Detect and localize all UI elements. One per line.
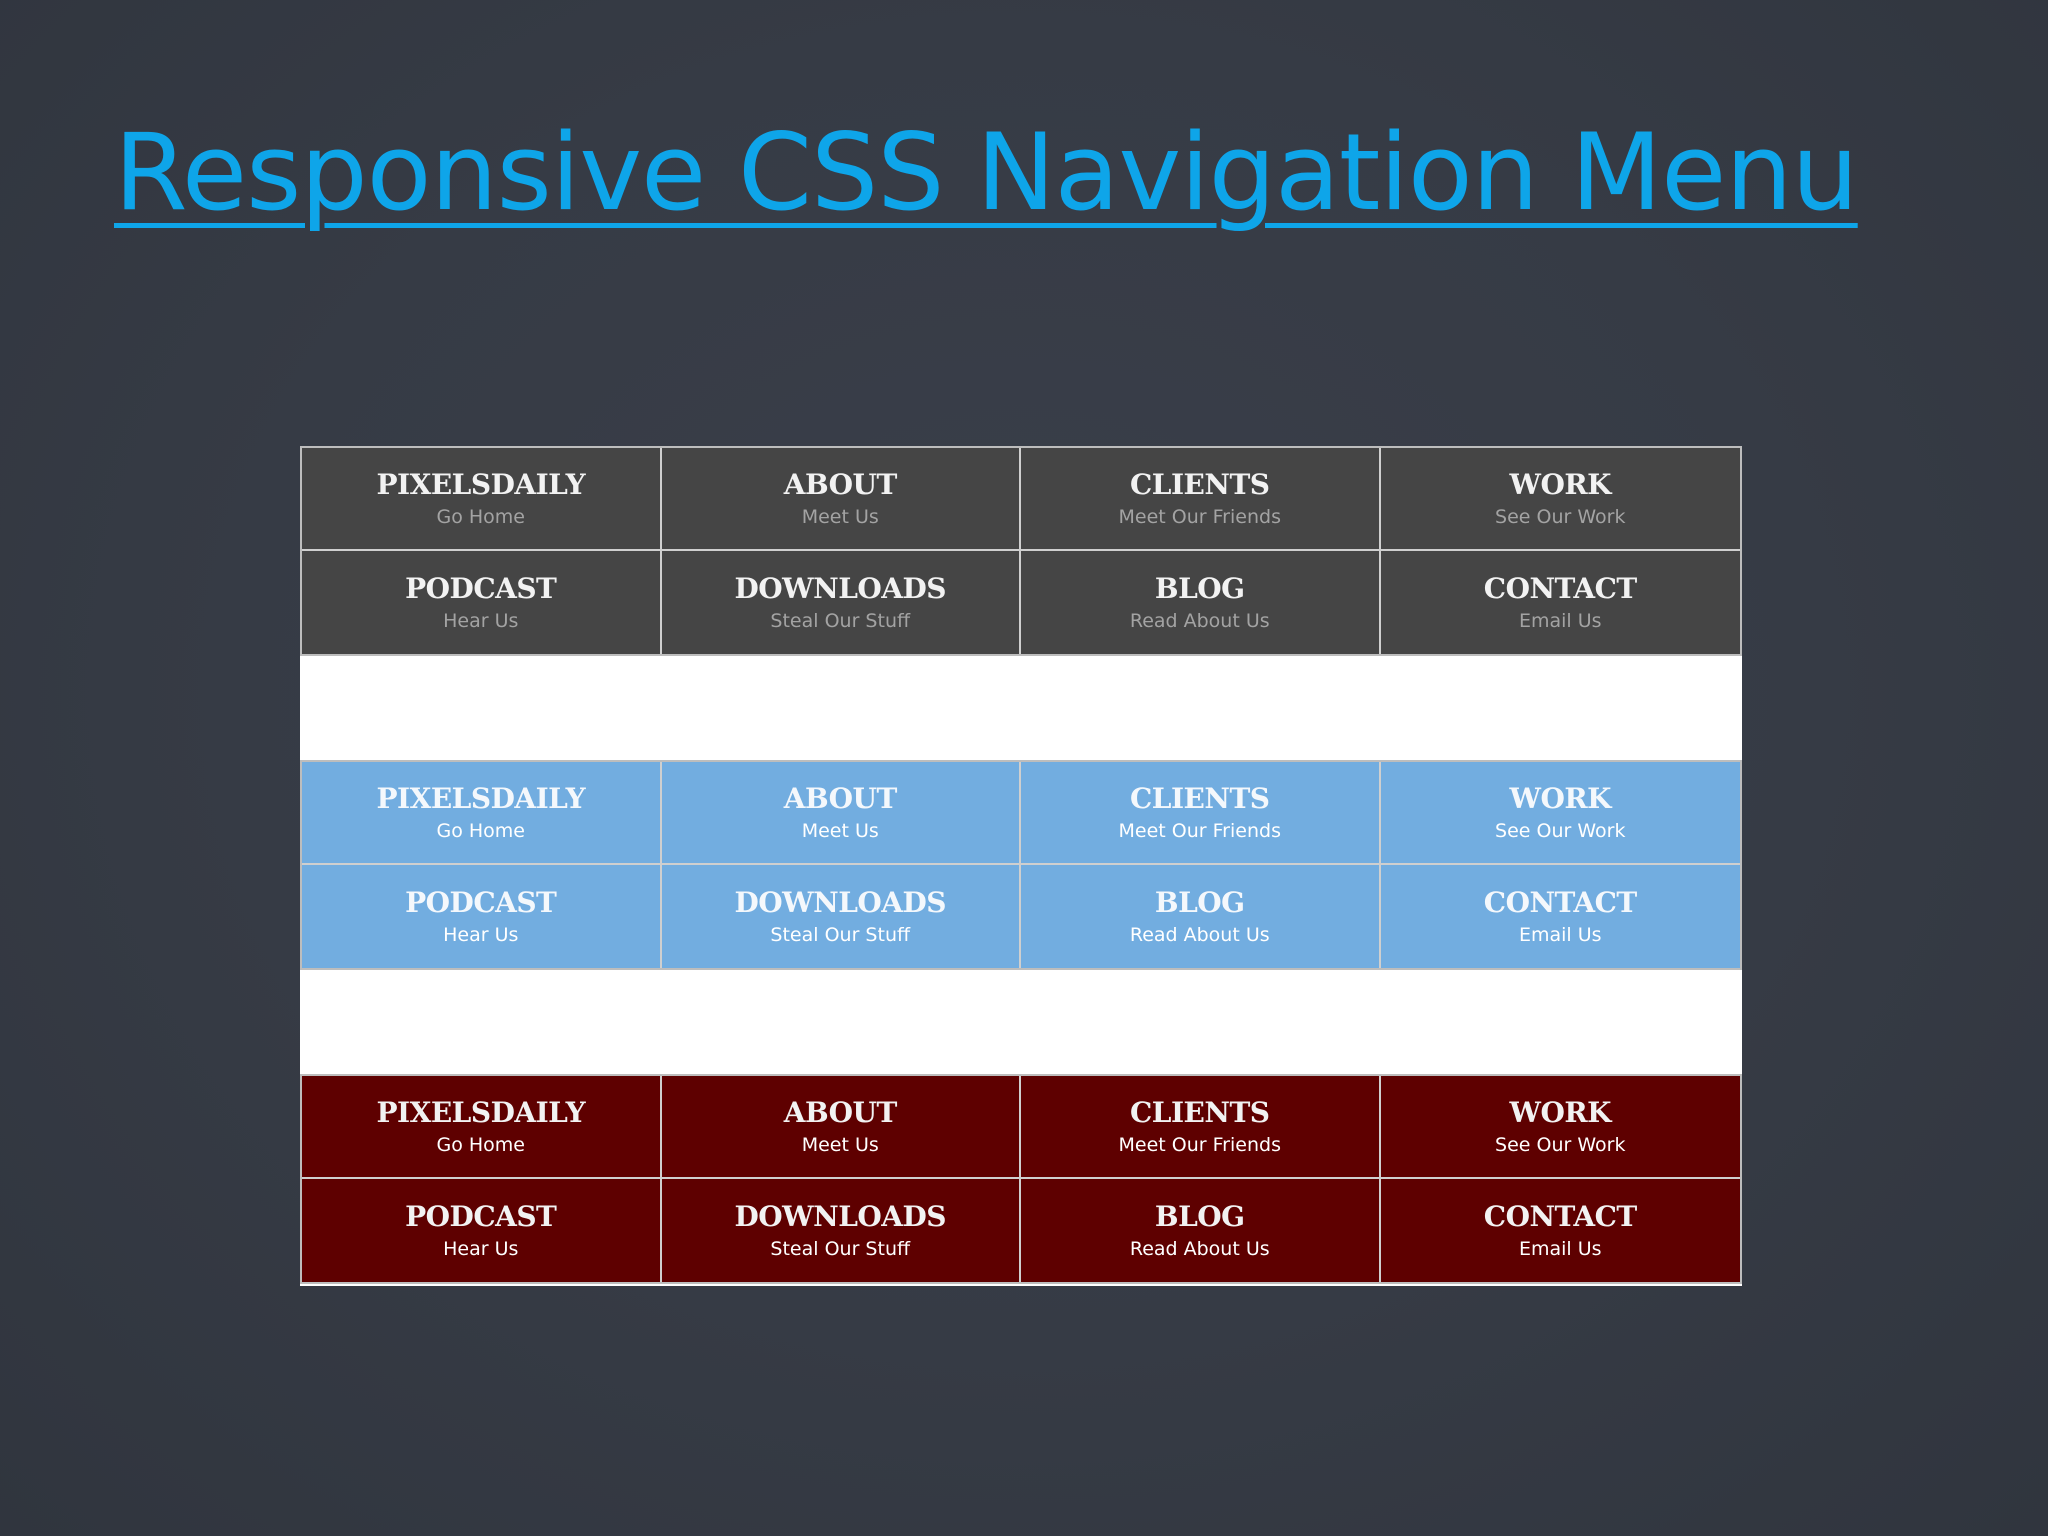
nav-item-subtitle: Hear Us bbox=[443, 1238, 519, 1261]
nav-item-title: DOWNLOADS bbox=[734, 1199, 946, 1233]
nav-item-title: PODCAST bbox=[405, 571, 557, 605]
nav-item-subtitle: Meet Us bbox=[801, 1134, 879, 1157]
nav-item-about[interactable]: ABOUT Meet Us bbox=[661, 762, 1021, 865]
nav-item-about[interactable]: ABOUT Meet Us bbox=[661, 448, 1021, 551]
nav-item-blog[interactable]: BLOG Read About Us bbox=[1021, 865, 1381, 968]
nav-item-title: PODCAST bbox=[405, 885, 557, 919]
nav-item-blog[interactable]: BLOG Read About Us bbox=[1021, 551, 1381, 654]
blue-nav-menu: PIXELSDAILY Go Home ABOUT Meet Us CLIENTS M… bbox=[300, 760, 1742, 970]
nav-item-contact[interactable]: CONTACT Email Us bbox=[1380, 1179, 1740, 1282]
nav-item-downloads[interactable]: DOWNLOADS Steal Our Stuff bbox=[661, 551, 1021, 654]
nav-item-subtitle: Steal Our Stuff bbox=[770, 924, 911, 947]
nav-item-subtitle: Go Home bbox=[436, 506, 526, 529]
nav-item-contact[interactable]: CONTACT Email Us bbox=[1380, 551, 1740, 654]
nav-item-title: CLIENTS bbox=[1129, 781, 1270, 815]
nav-item-pixelsdaily[interactable]: PIXELSDAILY Go Home bbox=[302, 448, 662, 551]
nav-item-title: BLOG bbox=[1154, 571, 1245, 605]
nav-item-podcast[interactable]: PODCAST Hear Us bbox=[302, 551, 662, 654]
nav-item-title: ABOUT bbox=[783, 781, 898, 815]
nav-item-title: PODCAST bbox=[405, 1199, 557, 1233]
nav-item-subtitle: See Our Work bbox=[1495, 1134, 1626, 1157]
nav-item-title: BLOG bbox=[1154, 1199, 1245, 1233]
nav-item-podcast[interactable]: PODCAST Hear Us bbox=[302, 1179, 662, 1282]
nav-item-subtitle: Steal Our Stuff bbox=[770, 610, 911, 633]
nav-item-contact[interactable]: CONTACT Email Us bbox=[1380, 865, 1740, 968]
nav-item-subtitle: Meet Our Friends bbox=[1118, 506, 1281, 529]
navigation-menu-preview: PIXELSDAILY Go Home ABOUT Meet Us CLIENTS M… bbox=[300, 446, 1742, 1286]
nav-item-title: CONTACT bbox=[1483, 571, 1637, 605]
nav-item-title: PIXELSDAILY bbox=[376, 1095, 586, 1129]
nav-item-title: BLOG bbox=[1154, 885, 1245, 919]
nav-item-clients[interactable]: CLIENTS Meet Our Friends bbox=[1021, 762, 1381, 865]
nav-item-clients[interactable]: CLIENTS Meet Our Friends bbox=[1021, 1076, 1381, 1179]
nav-item-title: CLIENTS bbox=[1129, 467, 1270, 501]
nav-item-title: DOWNLOADS bbox=[734, 571, 946, 605]
nav-item-title: ABOUT bbox=[783, 467, 898, 501]
nav-item-title: CONTACT bbox=[1483, 1199, 1637, 1233]
nav-item-subtitle: Read About Us bbox=[1129, 1238, 1270, 1261]
dark-nav-menu: PIXELSDAILY Go Home ABOUT Meet Us CLIENTS M… bbox=[300, 446, 1742, 656]
nav-item-downloads[interactable]: DOWNLOADS Steal Our Stuff bbox=[661, 865, 1021, 968]
nav-item-subtitle: See Our Work bbox=[1495, 506, 1626, 529]
nav-item-title: PIXELSDAILY bbox=[376, 781, 586, 815]
nav-item-podcast[interactable]: PODCAST Hear Us bbox=[302, 865, 662, 968]
nav-item-subtitle: Read About Us bbox=[1129, 924, 1270, 947]
nav-item-title: ABOUT bbox=[783, 1095, 898, 1129]
nav-item-subtitle: Go Home bbox=[436, 820, 526, 843]
nav-item-subtitle: Meet Us bbox=[801, 506, 879, 529]
nav-item-subtitle: Hear Us bbox=[443, 610, 519, 633]
nav-item-title: PIXELSDAILY bbox=[376, 467, 586, 501]
nav-item-downloads[interactable]: DOWNLOADS Steal Our Stuff bbox=[661, 1179, 1021, 1282]
nav-item-work[interactable]: WORK See Our Work bbox=[1380, 448, 1740, 551]
nav-item-title: CONTACT bbox=[1483, 885, 1637, 919]
nav-item-subtitle: Meet Our Friends bbox=[1118, 1134, 1281, 1157]
nav-item-pixelsdaily[interactable]: PIXELSDAILY Go Home bbox=[302, 762, 662, 865]
nav-item-subtitle: Meet Us bbox=[801, 820, 879, 843]
nav-item-subtitle: Meet Our Friends bbox=[1118, 820, 1281, 843]
nav-item-title: CLIENTS bbox=[1129, 1095, 1270, 1129]
nav-item-subtitle: Go Home bbox=[436, 1134, 526, 1157]
nav-item-subtitle: Email Us bbox=[1518, 924, 1602, 947]
nav-item-pixelsdaily[interactable]: PIXELSDAILY Go Home bbox=[302, 1076, 662, 1179]
nav-item-about[interactable]: ABOUT Meet Us bbox=[661, 1076, 1021, 1179]
nav-item-subtitle: Email Us bbox=[1518, 610, 1602, 633]
nav-item-title: WORK bbox=[1509, 1095, 1612, 1129]
nav-item-title: WORK bbox=[1509, 781, 1612, 815]
nav-item-clients[interactable]: CLIENTS Meet Our Friends bbox=[1021, 448, 1381, 551]
slide-title-link[interactable]: Responsive CSS Navigation Menu bbox=[114, 111, 1859, 234]
nav-item-subtitle: Read About Us bbox=[1129, 610, 1270, 633]
nav-item-subtitle: Email Us bbox=[1518, 1238, 1602, 1261]
nav-item-work[interactable]: WORK See Our Work bbox=[1380, 1076, 1740, 1179]
nav-item-title: DOWNLOADS bbox=[734, 885, 946, 919]
nav-item-subtitle: Steal Our Stuff bbox=[770, 1238, 911, 1261]
nav-item-subtitle: See Our Work bbox=[1495, 820, 1626, 843]
nav-item-work[interactable]: WORK See Our Work bbox=[1380, 762, 1740, 865]
red-nav-menu: PIXELSDAILY Go Home ABOUT Meet Us CLIENTS M… bbox=[300, 1074, 1742, 1284]
nav-item-subtitle: Hear Us bbox=[443, 924, 519, 947]
nav-item-title: WORK bbox=[1509, 467, 1612, 501]
nav-item-blog[interactable]: BLOG Read About Us bbox=[1021, 1179, 1381, 1282]
